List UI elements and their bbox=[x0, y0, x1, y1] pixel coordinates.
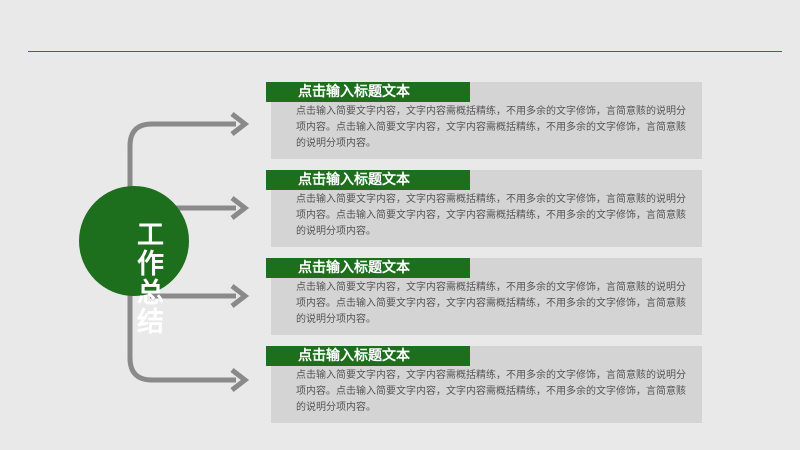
card-title-2[interactable]: 点击输入标题文本 bbox=[266, 170, 470, 190]
arrow-right-icon bbox=[230, 368, 250, 392]
center-circle bbox=[79, 186, 189, 296]
arrow-right-icon bbox=[230, 196, 250, 220]
center-title[interactable]: 工作总结 bbox=[132, 220, 163, 336]
card-body-3[interactable]: 点击输入简要文字内容，文字内容需概括精练，不用多余的文字修饰，言简意赅的说明分项… bbox=[296, 282, 686, 325]
card-title-1[interactable]: 点击输入标题文本 bbox=[266, 82, 470, 102]
arrow-right-icon bbox=[230, 112, 250, 136]
top-divider-line bbox=[28, 51, 782, 52]
card-body-4[interactable]: 点击输入简要文字内容，文字内容需概括精练，不用多余的文字修饰，言简意赅的说明分项… bbox=[296, 370, 686, 413]
card-title-4[interactable]: 点击输入标题文本 bbox=[266, 346, 470, 366]
card-body-2[interactable]: 点击输入简要文字内容，文字内容需概括精练，不用多余的文字修饰，言简意赅的说明分项… bbox=[296, 194, 686, 237]
card-title-3[interactable]: 点击输入标题文本 bbox=[266, 258, 470, 278]
card-body-1[interactable]: 点击输入简要文字内容，文字内容需概括精练，不用多余的文字修饰，言简意赅的说明分项… bbox=[296, 106, 686, 149]
arrow-right-icon bbox=[230, 284, 250, 308]
